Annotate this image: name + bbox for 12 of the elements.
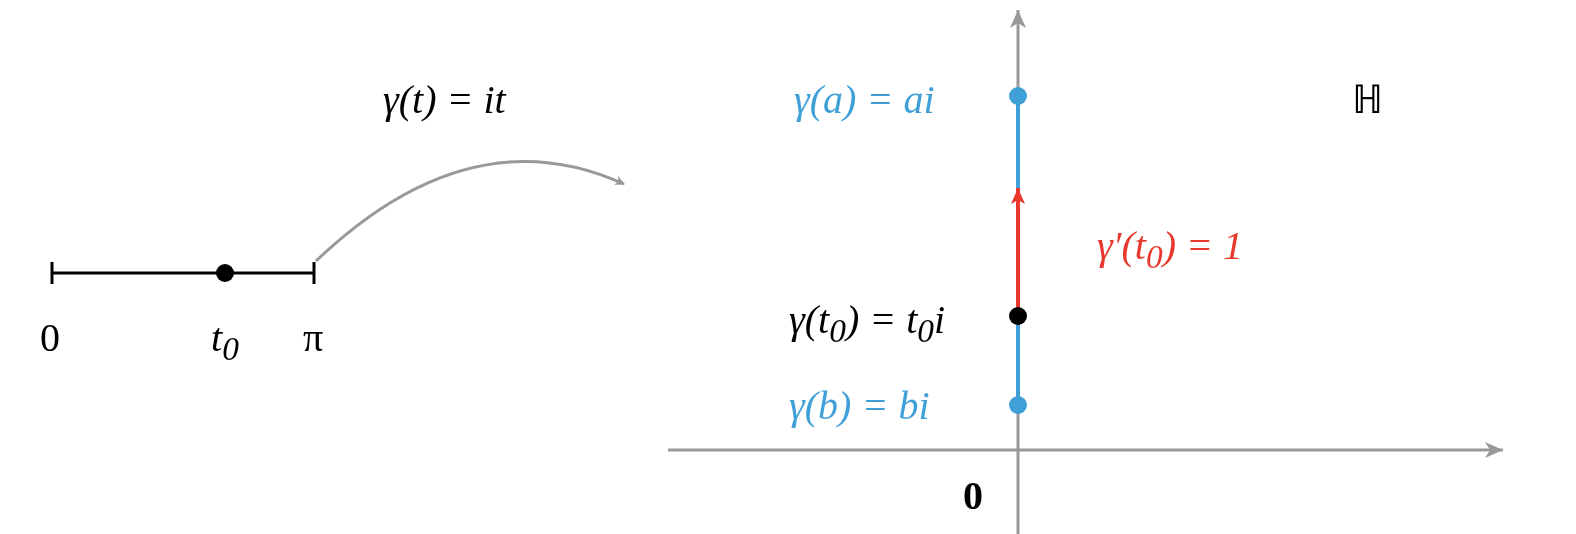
plane-symbol: ℍ	[1352, 80, 1383, 120]
edge-label: γ(t) = it	[383, 80, 506, 120]
mapping-arrow	[315, 160, 625, 263]
interval-segment	[50, 261, 316, 285]
point-label: γ(b) = bi	[789, 386, 930, 426]
point-label: γ(t$_{0}$) = t$_{0}$i	[789, 300, 946, 348]
origin-label: 0	[963, 476, 983, 516]
tick-label: t$_{0}$	[211, 318, 239, 366]
tick-label: 0	[40, 318, 60, 358]
point-label: γ(a) = ai	[794, 80, 935, 120]
tick-label: π	[303, 318, 324, 358]
vector-label: γ′(t$_{0}$) = 1	[1097, 226, 1243, 274]
